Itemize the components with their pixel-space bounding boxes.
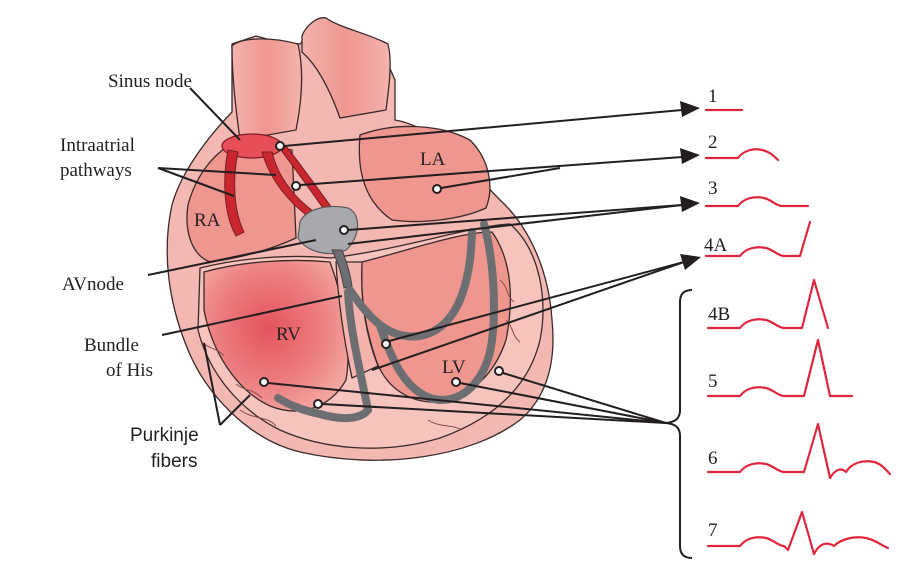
purkinje-leader-b xyxy=(219,394,251,426)
ap-trace-2 xyxy=(704,148,780,162)
ap-label-1: 1 xyxy=(708,86,718,107)
arrow-3b xyxy=(347,204,683,245)
probe-point-lv-b xyxy=(494,366,504,376)
intraatrial-label-line2: pathways xyxy=(60,160,132,181)
purkinje-label-line1: Purkinje xyxy=(130,425,199,446)
probe-point-3 xyxy=(339,225,349,235)
right-bundle-branch xyxy=(274,288,373,423)
ap-label-2: 2 xyxy=(708,132,718,153)
left-annotations: Sinus node Intraatrial pathways AVnode B… xyxy=(60,71,343,472)
arrow-v1 xyxy=(267,382,667,424)
intraatrial-label-line1: Intraatrial xyxy=(60,135,135,156)
left-bundle-branch xyxy=(346,228,476,341)
probe-point-lv-a xyxy=(451,377,461,387)
arrow-2a xyxy=(299,156,683,186)
arrow-1 xyxy=(283,109,683,147)
ap-trace-7 xyxy=(706,510,890,556)
ap-trace-4b xyxy=(706,278,830,330)
ap-trace-6 xyxy=(706,422,892,480)
ap-label-5: 5 xyxy=(708,371,718,392)
purkinje-leader-a xyxy=(203,342,221,426)
left-atrium-chamber xyxy=(358,125,491,223)
ap-label-4a: 4A xyxy=(704,235,728,256)
measurement-pointers xyxy=(259,101,701,559)
intraatrial-leader-b xyxy=(157,167,235,197)
heart-illustration: RA LA RV LV xyxy=(166,17,554,461)
ap-trace-4a xyxy=(704,220,812,258)
probe-point-rv-b xyxy=(313,399,323,409)
aorta-vessel xyxy=(301,17,391,119)
ra-label: RA xyxy=(194,210,221,231)
arrow-v2 xyxy=(321,403,667,424)
sinus-node-label: Sinus node xyxy=(108,71,192,92)
arrow-v4 xyxy=(502,372,667,424)
arrow-3 xyxy=(347,204,683,231)
vena-cava-vessel xyxy=(231,38,303,141)
probe-point-2b xyxy=(432,184,442,194)
ap-label-3: 3 xyxy=(708,178,718,199)
av-node-leader xyxy=(147,239,317,276)
probe-point-rv-a xyxy=(259,377,269,387)
arrowhead-4a xyxy=(680,254,701,270)
bundle-leader xyxy=(161,295,343,336)
arrow-v3 xyxy=(459,382,667,424)
ap-label-7: 7 xyxy=(708,520,718,541)
bundle-label-line2: of His xyxy=(106,360,153,381)
arrow-2b xyxy=(440,167,561,189)
probe-point-4a xyxy=(381,339,391,349)
av-node-label: AVnode xyxy=(62,274,124,295)
intraatrial-leader-a xyxy=(157,167,277,176)
arrow-4a-b xyxy=(371,261,685,371)
sinus-node-leader xyxy=(189,87,241,141)
ap-label-6: 6 xyxy=(708,448,718,469)
arrowhead-1 xyxy=(680,101,700,117)
probe-point-2a xyxy=(291,181,301,191)
ap-trace-3 xyxy=(704,196,810,208)
ap-label-4b: 4B xyxy=(708,304,730,325)
arrowhead-2 xyxy=(680,148,700,164)
purkinje-fiber-lines xyxy=(201,279,521,431)
arrowhead-3 xyxy=(680,196,700,212)
bundle-of-his-shape xyxy=(331,249,353,289)
arrow-4a xyxy=(388,261,685,342)
la-label: LA xyxy=(420,149,446,170)
left-bundle-branch-lower xyxy=(376,220,498,404)
lv-label: LV xyxy=(442,357,466,378)
bundle-label-line1: Bundle xyxy=(84,335,139,356)
probe-point-1 xyxy=(275,141,285,151)
ap-trace-5 xyxy=(706,338,854,398)
purkinje-label-line2: fibers xyxy=(151,451,197,472)
action-potential-panel: 1 2 3 4A 4B 5 6 7 xyxy=(704,86,892,556)
rv-label: RV xyxy=(276,324,301,345)
ventricular-brace xyxy=(665,289,693,559)
right-ventricle-chamber xyxy=(203,259,349,412)
